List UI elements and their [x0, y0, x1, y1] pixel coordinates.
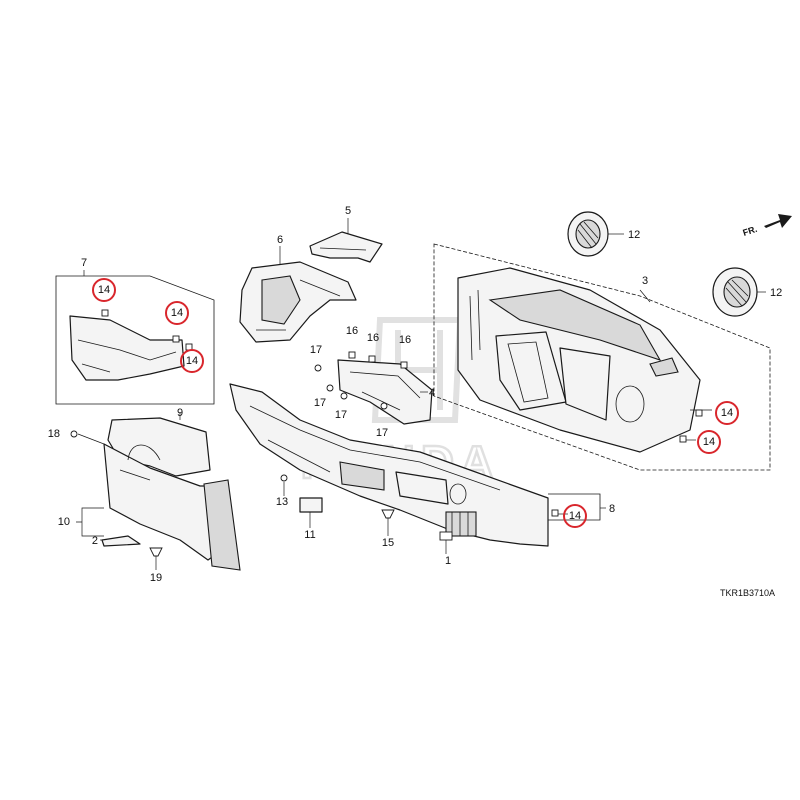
callout-17-c: 17 [335, 409, 347, 421]
highlight-ring-c14c [180, 349, 204, 373]
highlight-ring-c14a [92, 278, 116, 302]
highlight-ring-c14e [697, 430, 721, 454]
front-label: FR. [742, 224, 759, 238]
front-direction-indicator: FR. [742, 214, 792, 238]
front-arrow-icon [764, 214, 792, 228]
callout-14-e: 14 [703, 436, 715, 448]
highlight-ring-c14d [715, 401, 739, 425]
diagram-code: TKR1B3710A [720, 588, 775, 598]
callout-17-b: 17 [314, 397, 326, 409]
callout-17-d: 17 [376, 427, 388, 439]
part-7-assembly [55, 270, 215, 405]
callout-16-c: 16 [399, 334, 411, 346]
callout-8: 8 [609, 503, 615, 515]
callout-7: 7 [81, 257, 87, 269]
part-12-vent-upper [567, 211, 624, 257]
callout-3: 3 [642, 275, 648, 287]
callout-12-lower: 12 [770, 287, 782, 299]
callout-9: 9 [177, 407, 183, 419]
callout-16-a: 16 [346, 325, 358, 337]
highlight-rings [92, 278, 739, 528]
lower-dashboard-panel [229, 383, 703, 554]
callout-19: 19 [150, 572, 162, 584]
callout-15: 15 [382, 537, 394, 549]
callout-2: 2 [92, 535, 98, 547]
callout-16-b: 16 [367, 332, 379, 344]
callout-12-upper: 12 [628, 229, 640, 241]
part-4-meter-bracket [314, 351, 433, 425]
callout-10: 10 [58, 516, 70, 528]
callout-14-a: 14 [98, 284, 110, 296]
callout-14-c: 14 [186, 355, 198, 367]
highlight-ring-c14b [165, 301, 189, 325]
highlight-ring-c14f [563, 504, 587, 528]
callout-5: 5 [345, 205, 351, 217]
callout-18: 18 [48, 428, 60, 440]
callout-13: 13 [276, 496, 288, 508]
callout-6: 6 [277, 234, 283, 246]
part-3-dashboard [433, 243, 771, 471]
callout-17-a: 17 [310, 344, 322, 356]
callout-4: 4 [429, 387, 435, 399]
callout-14-f: 14 [569, 510, 581, 522]
callout-1: 1 [445, 555, 451, 567]
part-5-cover [309, 218, 383, 263]
callout-11: 11 [304, 529, 315, 541]
callout-labels: 5 6 7 12 12 3 4 9 18 10 2 19 13 11 15 1 … [48, 205, 783, 584]
callout-14-d: 14 [721, 407, 733, 419]
part-12-vent-lower [712, 267, 766, 317]
callout-14-b: 14 [171, 307, 183, 319]
part-9-10-column-cover [70, 412, 241, 571]
part-6-meter-visor [239, 246, 357, 343]
